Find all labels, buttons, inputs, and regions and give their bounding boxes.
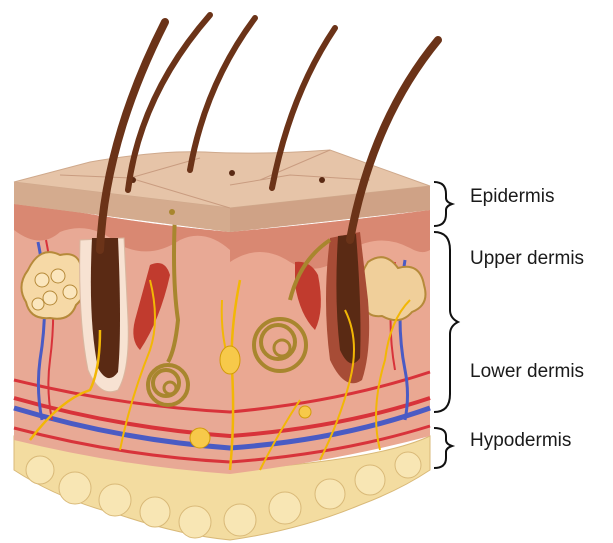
lower-dermis-label: Lower dermis xyxy=(470,361,584,383)
hypodermis-label: Hypodermis xyxy=(470,430,571,452)
layer-brackets xyxy=(434,182,458,468)
upper-dermis-label: Upper dermis xyxy=(470,248,584,270)
hypodermis-bracket xyxy=(434,428,452,468)
epidermis-label: Epidermis xyxy=(470,186,554,208)
epidermis-bracket xyxy=(434,182,452,226)
dermis-bracket xyxy=(434,232,458,412)
